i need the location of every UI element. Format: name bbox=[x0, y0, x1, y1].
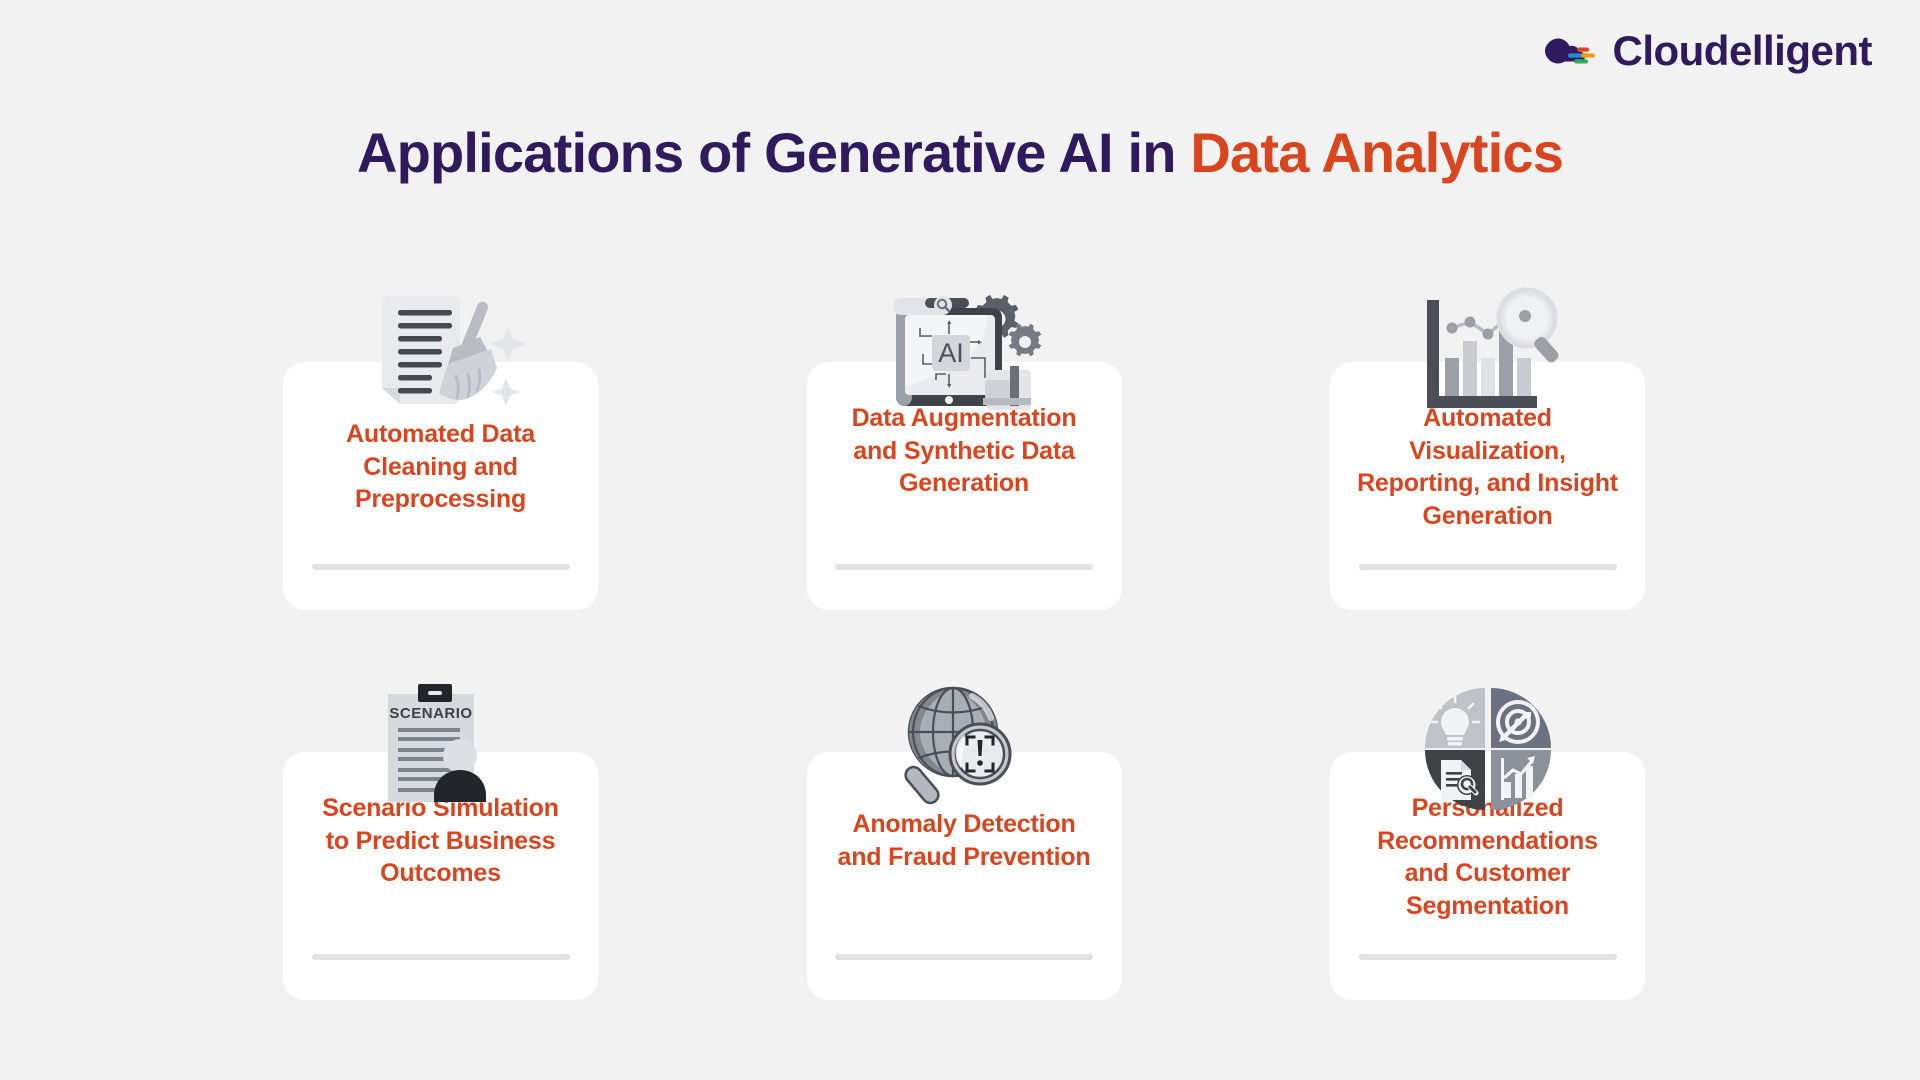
scenario-label: SCENARIO bbox=[389, 705, 472, 722]
page-title-highlight: Data Analytics bbox=[1190, 121, 1564, 184]
card-title: Automated Data Cleaning and Preprocessin… bbox=[346, 420, 535, 513]
card-automated-visualization[interactable]: Automated Visualization, Reporting, and … bbox=[1330, 287, 1645, 610]
card-divider bbox=[311, 564, 570, 570]
card-title: Anomaly Detection and Fraud Prevention bbox=[837, 810, 1091, 871]
card-divider bbox=[1358, 564, 1617, 570]
cloud-logo-icon bbox=[1541, 31, 1599, 71]
brand-name: Cloudelligent bbox=[1612, 27, 1873, 74]
card-divider bbox=[835, 954, 1093, 960]
globe-magnifier-alert-icon bbox=[879, 684, 1049, 814]
card-title: Automated Visualization, Reporting, and … bbox=[1357, 404, 1618, 530]
card-title: Personalized Recommendations and Custome… bbox=[1377, 794, 1598, 920]
card-scenario-simulation[interactable]: SCENARIO Scenario Sim bbox=[283, 684, 598, 1000]
page-title: Applications of Generative AI in Data An… bbox=[0, 122, 1920, 184]
card-title: Scenario Simulation to Predict Business … bbox=[322, 794, 559, 887]
brand-logo: Cloudelligent bbox=[1541, 27, 1873, 74]
card-title: Data Augmentation and Synthetic Data Gen… bbox=[851, 404, 1077, 497]
page-title-primary: Applications of Generative AI in bbox=[356, 121, 1177, 184]
card-automated-data-cleaning[interactable]: Automated Data Cleaning and Preprocessin… bbox=[283, 296, 598, 610]
card-data-augmentation[interactable]: AI Data Augmentation and Synthetic Data … bbox=[806, 295, 1122, 610]
card-divider bbox=[1358, 954, 1617, 960]
card-personalized-recommendations[interactable]: Personalized Recommendations and Custome… bbox=[1330, 688, 1645, 1000]
card-grid: Automated Data Cleaning and Preprocessin… bbox=[283, 287, 1645, 1000]
card-divider bbox=[311, 954, 570, 960]
card-divider bbox=[835, 564, 1093, 570]
card-anomaly-detection[interactable]: Anomaly Detection and Fraud Prevention bbox=[806, 686, 1122, 1000]
document-broom-sparkle-icon bbox=[356, 294, 526, 424]
ai-chip-label: AI bbox=[938, 338, 964, 368]
